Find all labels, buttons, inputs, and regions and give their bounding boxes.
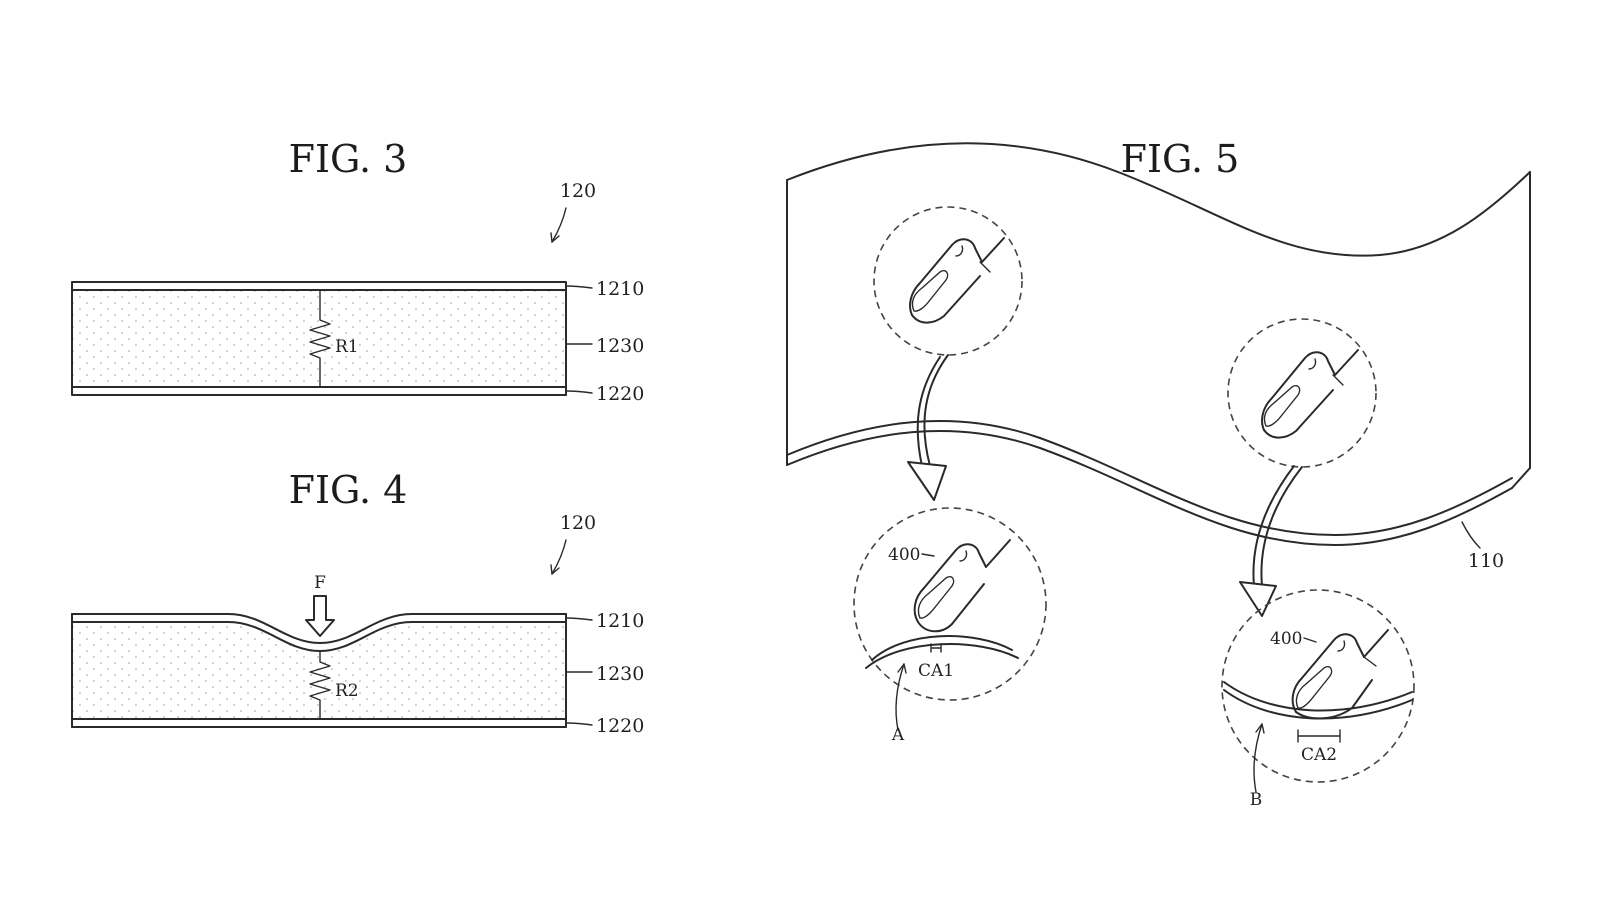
fig4-force-arrow: F [305, 573, 335, 637]
fig4-bottom-layer-leader [565, 722, 593, 726]
finger-icon [909, 237, 1005, 316]
figure-5: FIG. 5 110 [786, 137, 1531, 810]
fig3-bottom-layer-leader [565, 390, 593, 394]
panel-top-edge [786, 142, 1531, 257]
finger-icon [1261, 349, 1359, 431]
fig3-assembly-leader [551, 207, 567, 243]
fig3-top-layer-leader [565, 285, 593, 289]
finger-circle-upper-right [1227, 318, 1377, 468]
detail-b-surface-top [1223, 681, 1413, 712]
arrow-head-icon [1239, 581, 1277, 617]
fig3-stack-outline [71, 281, 567, 396]
fig4-top-surface [71, 613, 567, 644]
detail-b-outline [1221, 589, 1415, 783]
fig5-panel-ref: 110 [1468, 550, 1504, 572]
detail-b-leader-arrowhead [1255, 723, 1265, 734]
fig3-title: FIG. 3 [289, 137, 408, 181]
fig4-force-label: F [314, 573, 326, 593]
finger-icon [913, 539, 1011, 623]
fig3-top-layer-ref: 1210 [596, 278, 644, 300]
fig3-assembly-arrowhead [550, 232, 560, 243]
fig3-assembly-ref: 120 [560, 180, 596, 202]
finger-icon [1291, 629, 1389, 713]
fig5-arrow-to-detail-a [907, 354, 949, 501]
fig5-flexible-panel [786, 142, 1531, 546]
arrow-head-icon [907, 461, 947, 501]
finger-circle-outline [873, 206, 1023, 356]
fig3-layer-stack [71, 281, 567, 396]
detail-b-label: B [1250, 790, 1263, 810]
fig5-title: FIG. 5 [1121, 137, 1240, 181]
fingernail-icon [917, 576, 955, 619]
fig4-resistor: R2 [309, 650, 359, 720]
detail-b-leader [1253, 723, 1263, 793]
fig3-resistor: R1 [309, 289, 359, 388]
finger-circle-upper-left [873, 206, 1023, 356]
detail-a-leader [895, 663, 905, 731]
fig4-top-layer-ref: 1210 [596, 610, 644, 632]
panel-bottom-front-edge [786, 419, 1513, 536]
finger-underside [911, 275, 981, 324]
finger-underside [1263, 389, 1334, 439]
fingernail-icon [911, 270, 949, 312]
fingernail-icon [1263, 385, 1301, 427]
finger-circle-outline [1227, 318, 1377, 468]
fig4-assembly-arrowhead [550, 564, 560, 575]
arrow-shaft-outer [1260, 466, 1303, 587]
detail-b-surface-bottom [1223, 689, 1413, 720]
fig4-resistor-label: R2 [335, 681, 359, 701]
detail-a-finger-leader [921, 553, 935, 557]
arrow-shaft-inner [916, 356, 941, 467]
contact-area-ca1-marker [930, 643, 942, 653]
figure-4: FIG. 4 120 F R2 1210 1230 1220 [71, 468, 644, 737]
fig4-assembly-ref: 120 [560, 512, 596, 534]
knuckle-crease [1337, 640, 1346, 652]
force-arrow-icon [305, 595, 335, 637]
fig4-title: FIG. 4 [289, 468, 408, 512]
detail-b-finger-ref: 400 [1270, 629, 1302, 649]
finger-joint-line [1332, 374, 1344, 386]
detail-a-finger-ref: 400 [888, 545, 920, 565]
knuckle-crease [1308, 358, 1317, 370]
fig4-bottom-layer-ref: 1220 [596, 715, 644, 737]
fig3-middle-layer-ref: 1230 [596, 335, 644, 357]
finger-joint-line [1363, 656, 1377, 667]
panel-bottom-back-edge [786, 429, 1513, 546]
fig4-top-layer-leader [565, 617, 593, 621]
detail-b-finger-leader [1303, 637, 1317, 643]
finger-underside [1295, 679, 1373, 720]
fig3-middle-layer [73, 290, 565, 386]
fig5-arrow-to-detail-b [1239, 465, 1303, 617]
arrow-shaft-inner [1252, 465, 1295, 587]
detail-a-leader-arrowhead [897, 663, 907, 674]
contact-area-ca2-marker [1297, 729, 1341, 743]
finger-joint-line [979, 261, 991, 273]
fig4-middle-layer-ref: 1230 [596, 663, 644, 685]
fig3-resistor-symbol [309, 289, 331, 388]
fingernail-icon [1295, 666, 1333, 709]
knuckle-crease [955, 245, 964, 257]
detail-a-surface-top [871, 635, 1013, 661]
fig3-bottom-layer-ref: 1220 [596, 383, 644, 405]
fig5-panel-leader [1461, 521, 1481, 549]
knuckle-crease [959, 550, 968, 562]
fig4-assembly-leader [551, 539, 567, 575]
arrow-shaft-outer [923, 354, 949, 467]
detail-circle-a: 400 CA1 A [853, 507, 1047, 745]
detail-a-label: A [891, 725, 905, 745]
contact-area-ca1-label: CA1 [918, 661, 954, 681]
detail-circle-b: 400 CA2 B [1221, 589, 1415, 810]
contact-area-ca2-label: CA2 [1301, 745, 1337, 765]
fig4-resistor-symbol [309, 650, 331, 720]
figure-3: FIG. 3 120 R1 1210 1230 1220 [71, 137, 644, 405]
detail-a-outline [853, 507, 1047, 701]
finger-underside [917, 583, 985, 633]
panel-corner-edge [1511, 467, 1531, 489]
fig3-resistor-label: R1 [335, 337, 359, 357]
